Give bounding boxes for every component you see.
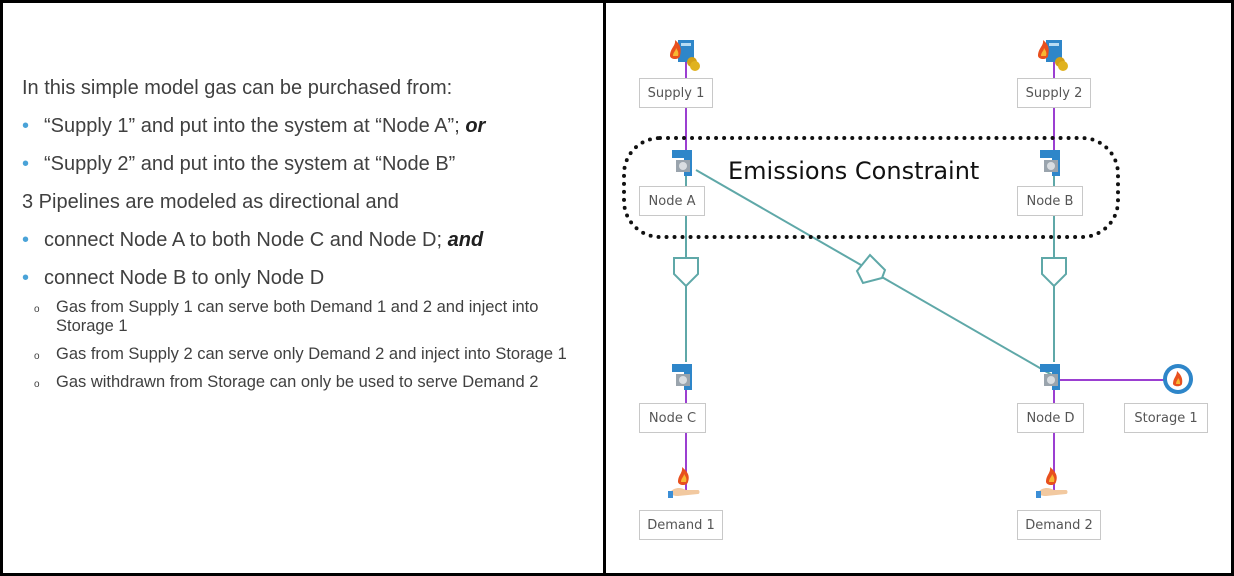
bullet-pipeline-a-emphasis: and <box>447 229 484 251</box>
sub-bullet-supply-2: o Gas from Supply 2 can serve only Deman… <box>22 345 600 364</box>
bullet-pipeline-b: • connect Node B to only Node D <box>22 266 600 290</box>
node-a-node[interactable]: Node A <box>639 186 705 216</box>
gas-storage-icon[interactable] <box>1161 362 1195 396</box>
node-d-node[interactable]: Node D <box>1017 403 1084 433</box>
bullet-glyph: • <box>22 153 30 175</box>
sub-bullet-supply-1: o Gas from Supply 1 can serve both Deman… <box>22 298 562 336</box>
sub-bullet-storage-text: Gas withdrawn from Storage can only be u… <box>56 373 539 391</box>
gas-node-icon[interactable] <box>1036 146 1070 180</box>
pipeline-direction-icon <box>673 257 699 288</box>
bullet-supply-1-emphasis: or <box>465 115 486 137</box>
gas-supply-icon[interactable] <box>1036 38 1070 72</box>
bullet-pipeline-a-text: connect Node A to both Node C and Node D… <box>44 229 443 251</box>
pipeline-direction-icon <box>855 253 887 285</box>
diagram-wires <box>673 55 1178 490</box>
pipelines-text: 3 Pipelines are modeled as directional a… <box>22 191 399 213</box>
bullet-glyph: • <box>22 267 30 289</box>
panel-divider <box>603 0 606 576</box>
bullet-supply-2: • “Supply 2” and put into the system at … <box>22 152 600 176</box>
demand-1-node[interactable]: Demand 1 <box>639 510 723 540</box>
bullet-pipeline-b-text: connect Node B to only Node D <box>44 267 325 289</box>
sub-bullet-glyph: o <box>34 351 40 362</box>
sub-bullet-glyph: o <box>34 304 40 315</box>
supply-1-node[interactable]: Supply 1 <box>639 78 713 108</box>
sub-bullet-supply-1-text: Gas from Supply 1 can serve both Demand … <box>56 298 539 335</box>
bullet-glyph: • <box>22 115 30 137</box>
gas-node-icon[interactable] <box>1036 360 1070 394</box>
intro-text: In this simple model gas can be purchase… <box>22 77 453 99</box>
description-panel: In this simple model gas can be purchase… <box>22 76 600 392</box>
supply-2-node[interactable]: Supply 2 <box>1017 78 1091 108</box>
sub-bullet-supply-2-text: Gas from Supply 2 can serve only Demand … <box>56 345 567 363</box>
pipeline-direction-icon <box>1041 257 1067 288</box>
gas-supply-icon[interactable] <box>668 38 702 72</box>
sub-bullet-storage: o Gas withdrawn from Storage can only be… <box>22 373 600 392</box>
bullet-glyph: • <box>22 229 30 251</box>
emissions-constraint-label: Emissions Constraint <box>728 157 980 185</box>
node-b-node[interactable]: Node B <box>1017 186 1083 216</box>
network-diagram: Emissions Constraint Supply 1 Supply 2 N… <box>606 0 1231 576</box>
emissions-constraint-boundary <box>622 136 1120 239</box>
demand-2-node[interactable]: Demand 2 <box>1017 510 1101 540</box>
gas-demand-icon[interactable] <box>1036 466 1070 500</box>
bullet-supply-1-text: “Supply 1” and put into the system at “N… <box>44 115 460 137</box>
node-c-node[interactable]: Node C <box>639 403 706 433</box>
bullet-pipeline-a: • connect Node A to both Node C and Node… <box>22 228 600 252</box>
bullet-supply-1: • “Supply 1” and put into the system at … <box>22 114 600 138</box>
gas-node-icon[interactable] <box>668 360 702 394</box>
storage-1-node[interactable]: Storage 1 <box>1124 403 1208 433</box>
gas-node-icon[interactable] <box>668 146 702 180</box>
sub-bullet-glyph: o <box>34 379 40 390</box>
gas-demand-icon[interactable] <box>668 466 702 500</box>
bullet-supply-2-text: “Supply 2” and put into the system at “N… <box>44 153 456 175</box>
